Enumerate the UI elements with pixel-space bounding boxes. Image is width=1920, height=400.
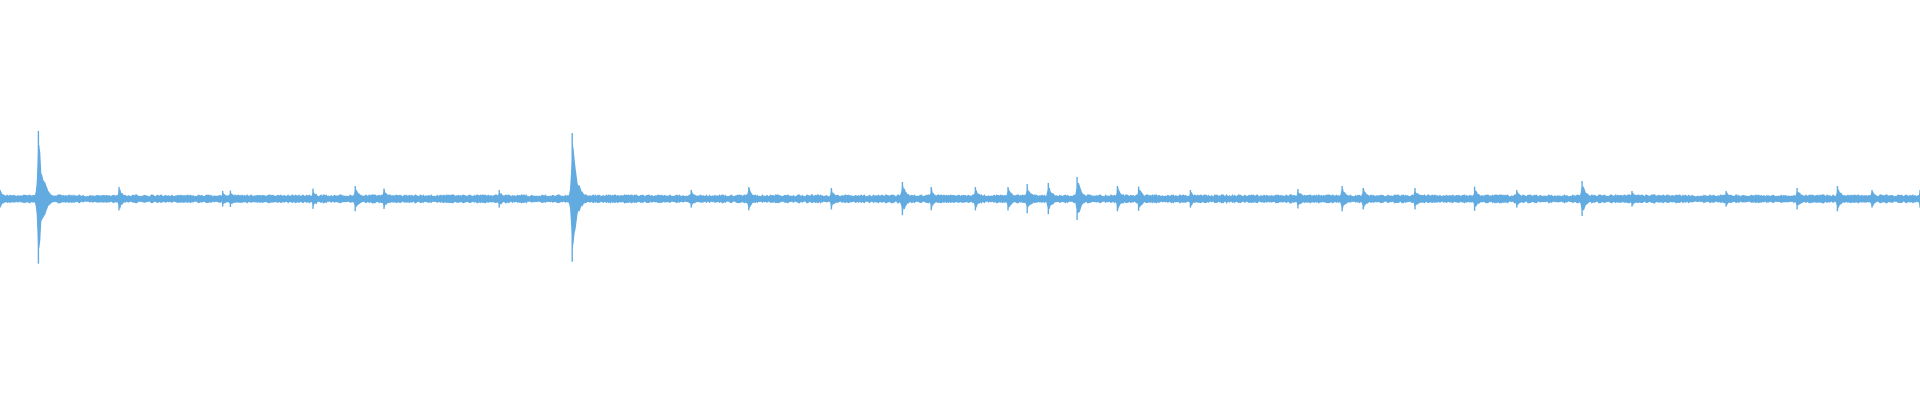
waveform-layer: [0, 131, 1920, 264]
waveform-series: [0, 144, 1920, 249]
